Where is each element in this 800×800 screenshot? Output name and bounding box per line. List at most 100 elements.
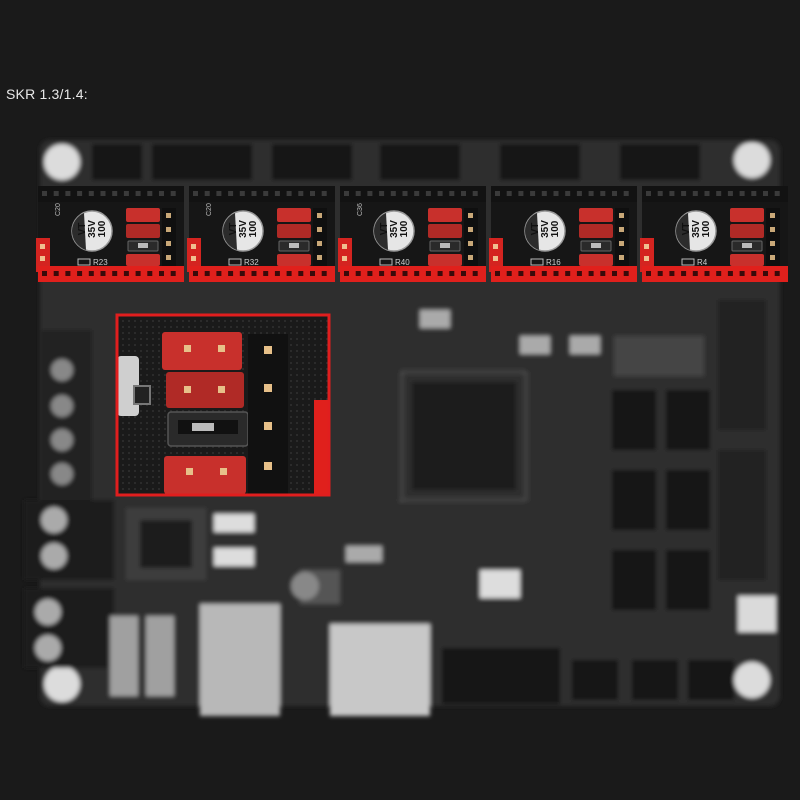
side-pin [40,256,45,261]
jumper-black-clip [138,243,148,248]
header-pin [65,191,71,196]
header-pin [193,271,198,276]
header-pin [739,191,745,196]
header-pin [657,271,663,276]
driver-side-label: C20 [206,203,213,216]
header-pin [147,191,153,196]
header-pin [414,191,420,196]
capacitor-series: VT [77,223,88,236]
header-pin [77,191,83,196]
header-pin [692,271,698,276]
header-pin [704,271,710,276]
header-pin [518,271,524,276]
header-pin [461,271,466,276]
header-pin [123,191,129,196]
jumper [428,208,462,222]
driver-top-header [38,186,184,202]
header-pin [344,271,349,276]
header-pin [390,271,396,276]
header-pin [228,191,234,196]
header-pin [565,271,571,276]
header-pin [565,191,571,196]
header-pin [65,271,71,276]
header-pin [623,191,629,196]
header-pin [727,191,733,196]
header-pin [239,271,245,276]
header-pin [274,271,280,276]
jumper [428,224,462,238]
capacitor-series: VT [681,223,692,236]
header-pin [623,271,629,276]
pin-column [615,208,629,266]
header-pin [495,191,500,196]
jumper-black-clip [742,243,752,248]
header-pin [159,191,164,196]
header-pin [727,271,733,276]
capacitor-value: 100 [701,220,712,237]
header-pin [286,271,292,276]
header-pin [355,271,361,276]
capacitor-series: VT [379,223,390,236]
header-pin [204,271,210,276]
header-pin [274,191,280,196]
jumper-black-clip [289,243,299,248]
caption-text: SKR 1.3/1.4: [6,86,88,102]
header-pin [310,271,315,276]
header-pin [123,271,129,276]
driver-top-header [189,186,335,202]
header-pin [763,271,768,276]
driver-side-label: C36 [357,203,364,216]
capacitor-stripe [525,213,539,250]
capacitor-voltage: 35V [87,220,98,238]
header-pin [669,191,675,196]
jumper [277,208,311,222]
header-pin [530,191,536,196]
driver-modules: C2010035VVTR23C2010035VVTR32C3610035VVTR… [36,186,788,282]
header-pin [541,271,547,276]
header-pin [286,191,292,196]
header-pin [42,191,47,196]
header-pin [147,271,153,276]
pin [770,255,775,260]
resistor-label: R32 [244,258,259,267]
capacitor-series: VT [530,223,541,236]
header-pin [77,271,83,276]
pin [468,241,473,246]
pin [166,227,171,232]
header-pin [414,271,420,276]
header-pin [530,271,536,276]
side-pin [342,256,347,261]
side-connector [640,238,654,272]
driver-bottom-header [340,266,486,282]
header-pin [612,191,617,196]
pin [770,241,775,246]
header-pin [367,191,373,196]
driver-bottom-header [491,266,637,282]
header-pin [100,271,106,276]
side-connector [187,238,201,272]
side-pin [191,256,196,261]
header-pin [251,191,257,196]
header-pin [704,191,710,196]
header-pin [216,191,222,196]
resistor-label: R4 [697,258,708,267]
header-pin [612,271,617,276]
header-pin [112,191,118,196]
header-pin [716,191,722,196]
header-pin [763,191,768,196]
header-pin [402,191,408,196]
capacitor-value: 100 [97,220,108,237]
capacitor-series: VT [228,223,239,236]
header-pin [472,271,478,276]
capacitor-stripe [72,213,86,250]
header-pin [646,271,651,276]
side-pin [342,244,347,249]
capacitor-value: 100 [248,220,259,237]
driver-side-label: C20 [55,203,62,216]
side-pin [40,244,45,249]
